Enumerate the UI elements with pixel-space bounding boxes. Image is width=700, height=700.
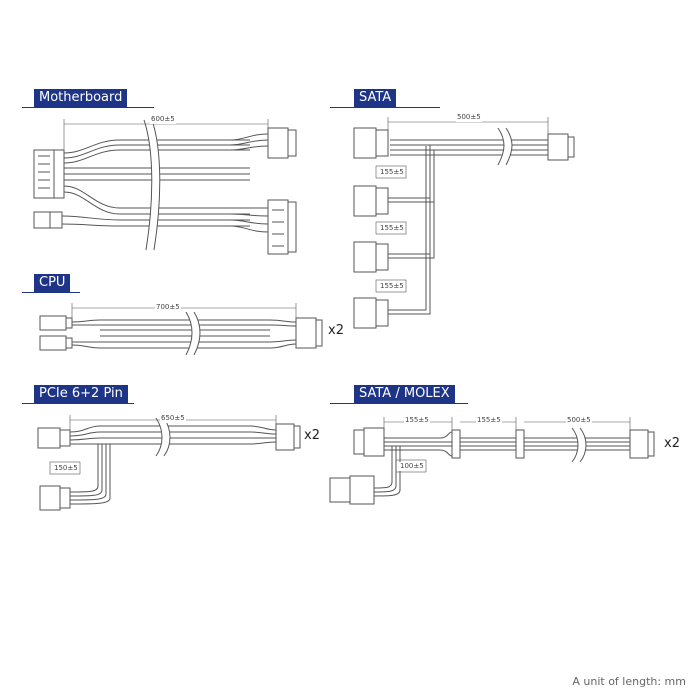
dim-sata-drop-3: 155±5 xyxy=(379,282,405,291)
dim-cpu-main: 700±5 xyxy=(155,303,181,312)
dim-satamolex-branch: 100±5 xyxy=(399,462,425,471)
section-rule-pcie xyxy=(22,403,134,404)
dim-pcie-main: 650±5 xyxy=(160,414,186,423)
dim-satamolex-2: 155±5 xyxy=(476,416,502,425)
multiplier-cpu: x2 xyxy=(328,323,344,338)
unit-footnote: A unit of length: mm xyxy=(572,675,686,688)
section-rule-motherboard xyxy=(22,107,154,108)
dim-sata-drop-2: 155±5 xyxy=(379,224,405,233)
dim-sata-main: 500±5 xyxy=(456,113,482,122)
motherboard-cable xyxy=(33,118,297,255)
cpu-cable xyxy=(39,303,323,357)
multiplier-sata-molex: x2 xyxy=(664,436,680,451)
sata-molex-cable xyxy=(329,417,655,505)
section-title-pcie: PCIe 6+2 Pin xyxy=(34,385,128,403)
multiplier-pcie: x2 xyxy=(304,428,320,443)
pcie-cable xyxy=(37,415,301,511)
dim-motherboard-main: 600±5 xyxy=(150,115,176,124)
section-rule-sata xyxy=(330,107,440,108)
dim-pcie-branch: 150±5 xyxy=(53,464,79,473)
section-rule-sata-molex xyxy=(330,403,468,404)
dim-satamolex-3: 500±5 xyxy=(566,416,592,425)
dim-sata-drop-1: 155±5 xyxy=(379,168,405,177)
section-title-sata-molex: SATA / MOLEX xyxy=(354,385,455,403)
section-title-sata: SATA xyxy=(354,89,397,107)
section-rule-cpu xyxy=(22,292,80,293)
section-title-motherboard: Motherboard xyxy=(34,89,128,107)
dim-satamolex-1: 155±5 xyxy=(404,416,430,425)
section-title-cpu: CPU xyxy=(34,274,71,292)
sata-cable xyxy=(353,117,575,329)
